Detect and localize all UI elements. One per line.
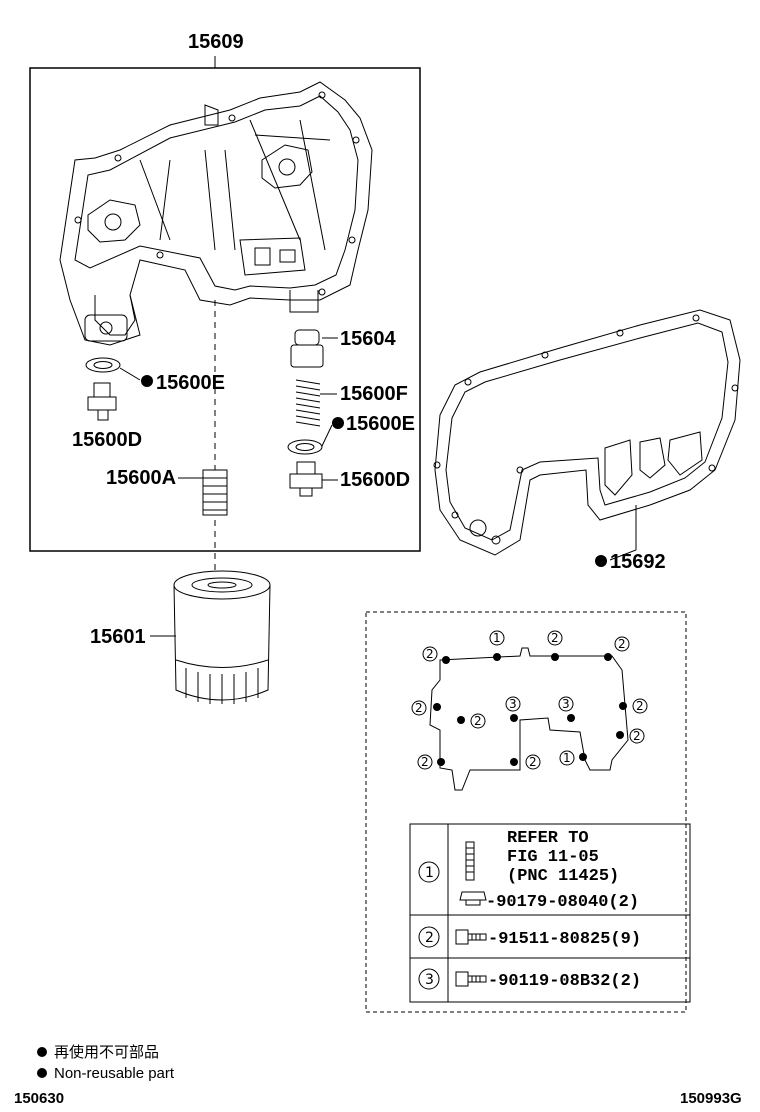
svg-text:REFER TO: REFER TO	[507, 829, 589, 848]
label-15600a: 15600A	[106, 467, 176, 489]
label-15600f: 15600F	[340, 383, 408, 405]
label-15600e-left: 15600E	[156, 372, 225, 394]
label-15609: 15609	[188, 31, 244, 53]
svg-text:2: 2	[551, 631, 559, 645]
non-reusable-dot	[332, 417, 344, 429]
svg-text:2: 2	[415, 701, 423, 715]
legend-dot-jp	[37, 1047, 47, 1057]
gasket-15600e-left-drawing	[85, 357, 121, 373]
svg-text:-90179-08040(2): -90179-08040(2)	[486, 893, 639, 912]
footer-left-code: 150630	[14, 1090, 64, 1107]
svg-text:1: 1	[563, 751, 571, 765]
svg-text:2: 2	[426, 647, 434, 661]
assembly-box	[29, 67, 421, 552]
legend-english: Non-reusable part	[54, 1065, 175, 1082]
label-15600d-left: 15600D	[72, 429, 142, 451]
hex-bolt-icon	[455, 971, 487, 987]
svg-text:2: 2	[529, 755, 537, 769]
label-15604: 15604	[340, 328, 396, 350]
nut-icon	[459, 891, 487, 906]
svg-text:-91511-80825(9): -91511-80825(9)	[488, 930, 641, 949]
svg-text:2: 2	[633, 729, 641, 743]
svg-text:2: 2	[474, 714, 482, 728]
svg-text:(PNC 11425): (PNC 11425)	[507, 867, 619, 886]
oil-filter-15601-drawing	[173, 570, 271, 704]
footer-right-code: 150993G	[680, 1090, 742, 1107]
svg-text:1: 1	[493, 631, 501, 645]
stud-bolt-icon	[465, 841, 475, 881]
non-reusable-dot	[141, 375, 153, 387]
svg-text:1: 1	[425, 865, 434, 881]
svg-text:2: 2	[636, 699, 644, 713]
svg-text:-90119-08B32(2): -90119-08B32(2)	[488, 972, 641, 991]
relief-valve-15604-drawing	[290, 329, 324, 368]
plug-15600d-left-drawing	[87, 382, 117, 421]
spring-15600f-drawing	[295, 379, 321, 427]
svg-text:3: 3	[425, 972, 434, 988]
legend-japanese: 再使用不可部品	[54, 1044, 159, 1061]
label-15601: 15601	[90, 626, 146, 648]
legend-dot-en	[37, 1068, 47, 1078]
plug-15600d-right-drawing	[289, 461, 323, 497]
svg-text:3: 3	[562, 697, 570, 711]
svg-text:FIG 11-05: FIG 11-05	[507, 848, 599, 867]
bolt-table: 1 REFER TO FIG 11-05 (PNC 11425) -90179-…	[409, 823, 691, 1003]
label-15600e-right: 15600E	[346, 413, 415, 435]
svg-text:2: 2	[425, 930, 434, 946]
svg-text:3: 3	[509, 697, 517, 711]
gasket-15692-drawing	[433, 309, 741, 556]
oil-pump-body-drawing	[59, 81, 373, 346]
svg-text:2: 2	[421, 755, 429, 769]
flange-bolt-icon	[455, 929, 487, 945]
non-reusable-dot	[595, 555, 607, 567]
svg-text:2: 2	[618, 637, 626, 651]
gasket-15600e-right-drawing	[287, 439, 323, 455]
label-15600d-right: 15600D	[340, 469, 410, 491]
callout-markers: 2 1 2 2 2 2 2 3 3 2 2 2 1 2	[411, 630, 648, 770]
bolt-location-box	[365, 611, 687, 1013]
bolt-dots	[433, 653, 627, 766]
valve-15600a-drawing	[202, 469, 228, 516]
label-15692: 15692	[610, 551, 666, 573]
